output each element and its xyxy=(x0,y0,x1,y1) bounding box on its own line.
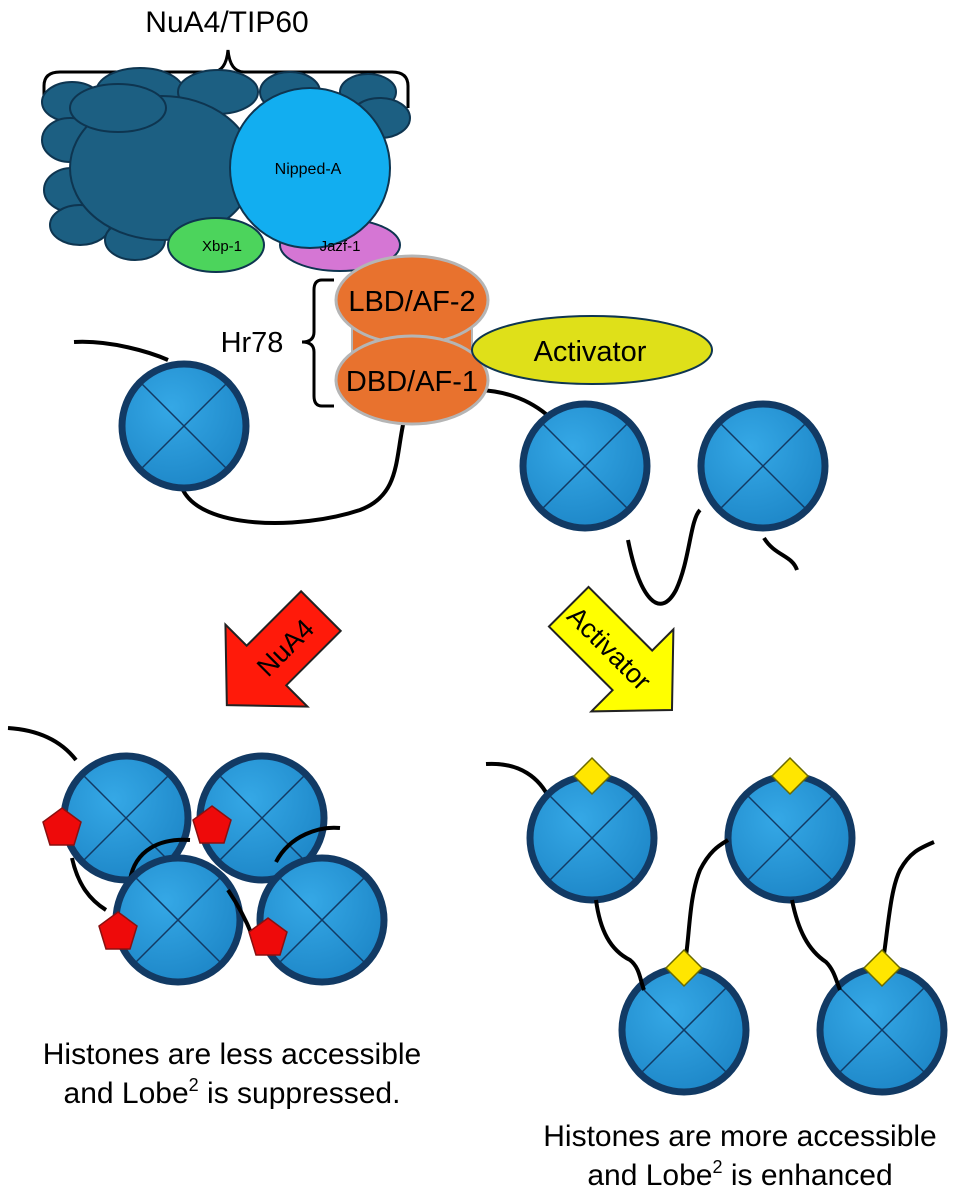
dna-strand-br-tail xyxy=(880,840,935,969)
caption-right-line2-b: is enhanced xyxy=(723,1159,893,1192)
dna-strand-bl-link3 xyxy=(274,825,341,863)
dna-strand-bl-link2 xyxy=(128,837,191,881)
caption-left-line2-a: and Lobe xyxy=(64,1077,189,1110)
dna-strand-bl-top xyxy=(7,726,78,762)
caption-left-line1: Histones are less accessible xyxy=(43,1038,422,1071)
nipped-a-subunit xyxy=(229,87,391,249)
lbd-label: LBD/AF-2 xyxy=(348,286,475,318)
dna-strand-br-link3 xyxy=(790,899,842,991)
complex-title: NuA4/TIP60 xyxy=(145,6,308,39)
nucleosome-top-left xyxy=(122,364,246,488)
caption-right-line1: Histones are more accessible xyxy=(543,1120,937,1153)
nipped-a-label: Nipped-A xyxy=(275,161,342,178)
complex-bracket xyxy=(42,49,410,108)
nucleosome-top-right xyxy=(701,404,825,528)
dna-strand-bl-link1 xyxy=(70,857,108,912)
caption-left-line2-b: is suppressed. xyxy=(199,1077,401,1110)
activator-label: Activator xyxy=(534,336,647,368)
caption-left-line2: and Lobe2 is suppressed. xyxy=(64,1075,401,1110)
dna-strand-br-link1 xyxy=(594,899,646,991)
dbd-domain xyxy=(334,334,490,426)
activator-protein xyxy=(471,315,713,385)
nucleosome-top-middle xyxy=(523,404,647,528)
dbd-label: DBD/AF-1 xyxy=(346,366,478,398)
hr78-receptor: LBD/AF-2 DBD/AF-1 xyxy=(334,254,490,426)
xbp1-label: Xbp-1 xyxy=(202,238,242,255)
dna-strand-left-top xyxy=(73,339,169,362)
dna-strand-br-top xyxy=(485,761,552,801)
arrow-nua4: NuA4 xyxy=(224,589,343,708)
caption-left-sup: 2 xyxy=(189,1075,199,1095)
xbp1-subunit xyxy=(167,217,265,273)
dna-strand-right-loop xyxy=(626,508,702,606)
dna-strand-br-link2 xyxy=(682,838,730,969)
hr78-bracket xyxy=(301,278,334,408)
nucleosome-bl-3 xyxy=(116,858,240,982)
dna-strand-right-tail xyxy=(762,536,799,571)
caption-right-line2: and Lobe2 is enhanced xyxy=(587,1157,892,1192)
nucleosome-bl-4 xyxy=(260,858,384,982)
dna-strand-linker-bottom xyxy=(180,419,406,525)
caption-right-sup: 2 xyxy=(712,1157,722,1177)
nua4-complex: Nipped-A Xbp-1 Jazf-1 xyxy=(41,67,411,273)
jazf1-label: Jazf-1 xyxy=(320,238,361,255)
caption-right-line2-a: and Lobe xyxy=(587,1159,712,1192)
hr78-label: Hr78 xyxy=(221,327,284,359)
arrow-activator: Activator xyxy=(547,585,675,713)
